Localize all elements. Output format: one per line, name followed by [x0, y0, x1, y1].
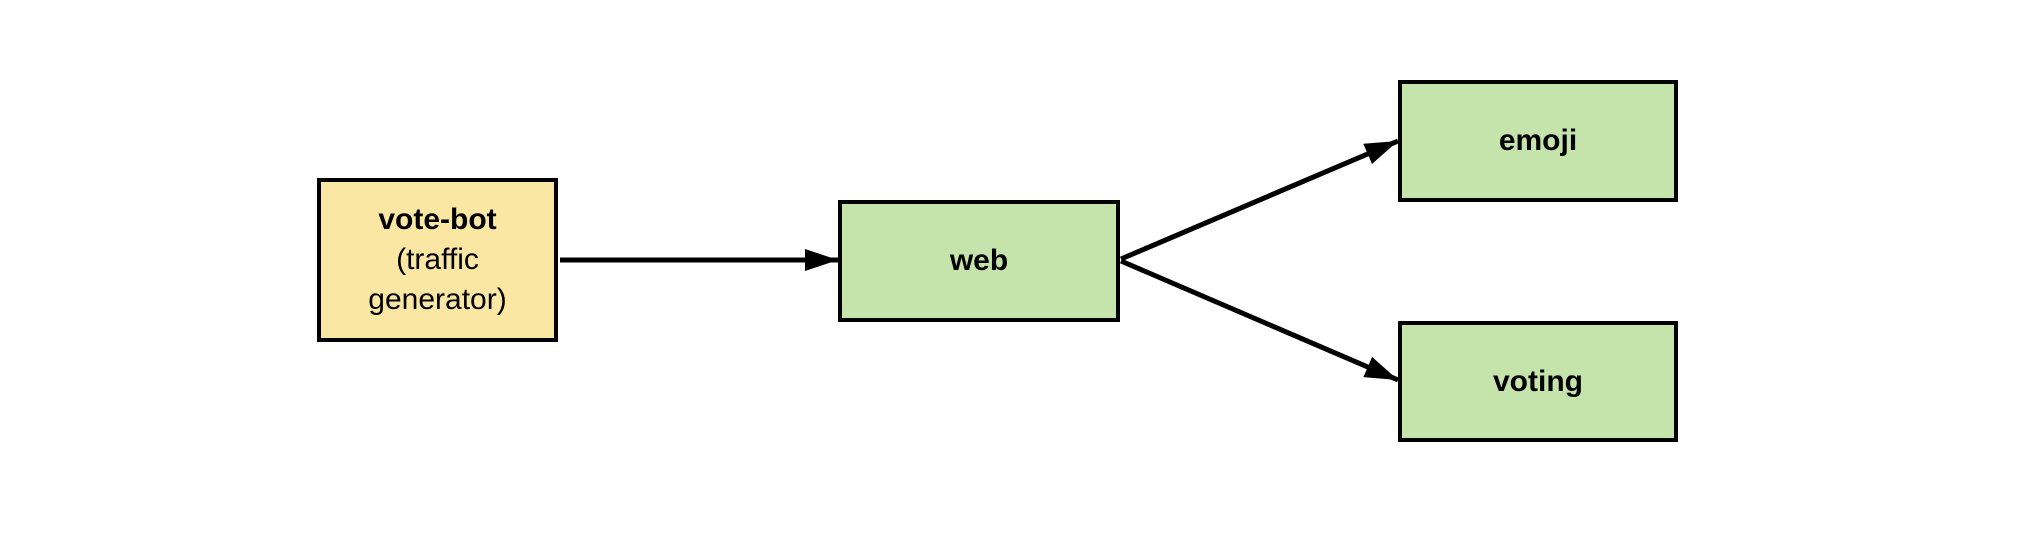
edge-web-to-voting [1120, 258, 1399, 383]
node-voting-label: voting [1493, 364, 1583, 398]
node-emoji: emoji [1398, 80, 1678, 202]
node-vote-bot: vote-bot (traffic generator) [317, 178, 558, 342]
node-web-label: web [949, 244, 1009, 277]
node-vote-bot-label: vote-bot [378, 203, 497, 236]
node-vote-bot-sublabel: (traffic generator) [368, 243, 507, 316]
node-emoji-label: emoji [1498, 124, 1578, 157]
node-voting: voting [1398, 321, 1678, 442]
edge-web-to-emoji [1120, 138, 1399, 262]
node-web: web [838, 200, 1120, 322]
